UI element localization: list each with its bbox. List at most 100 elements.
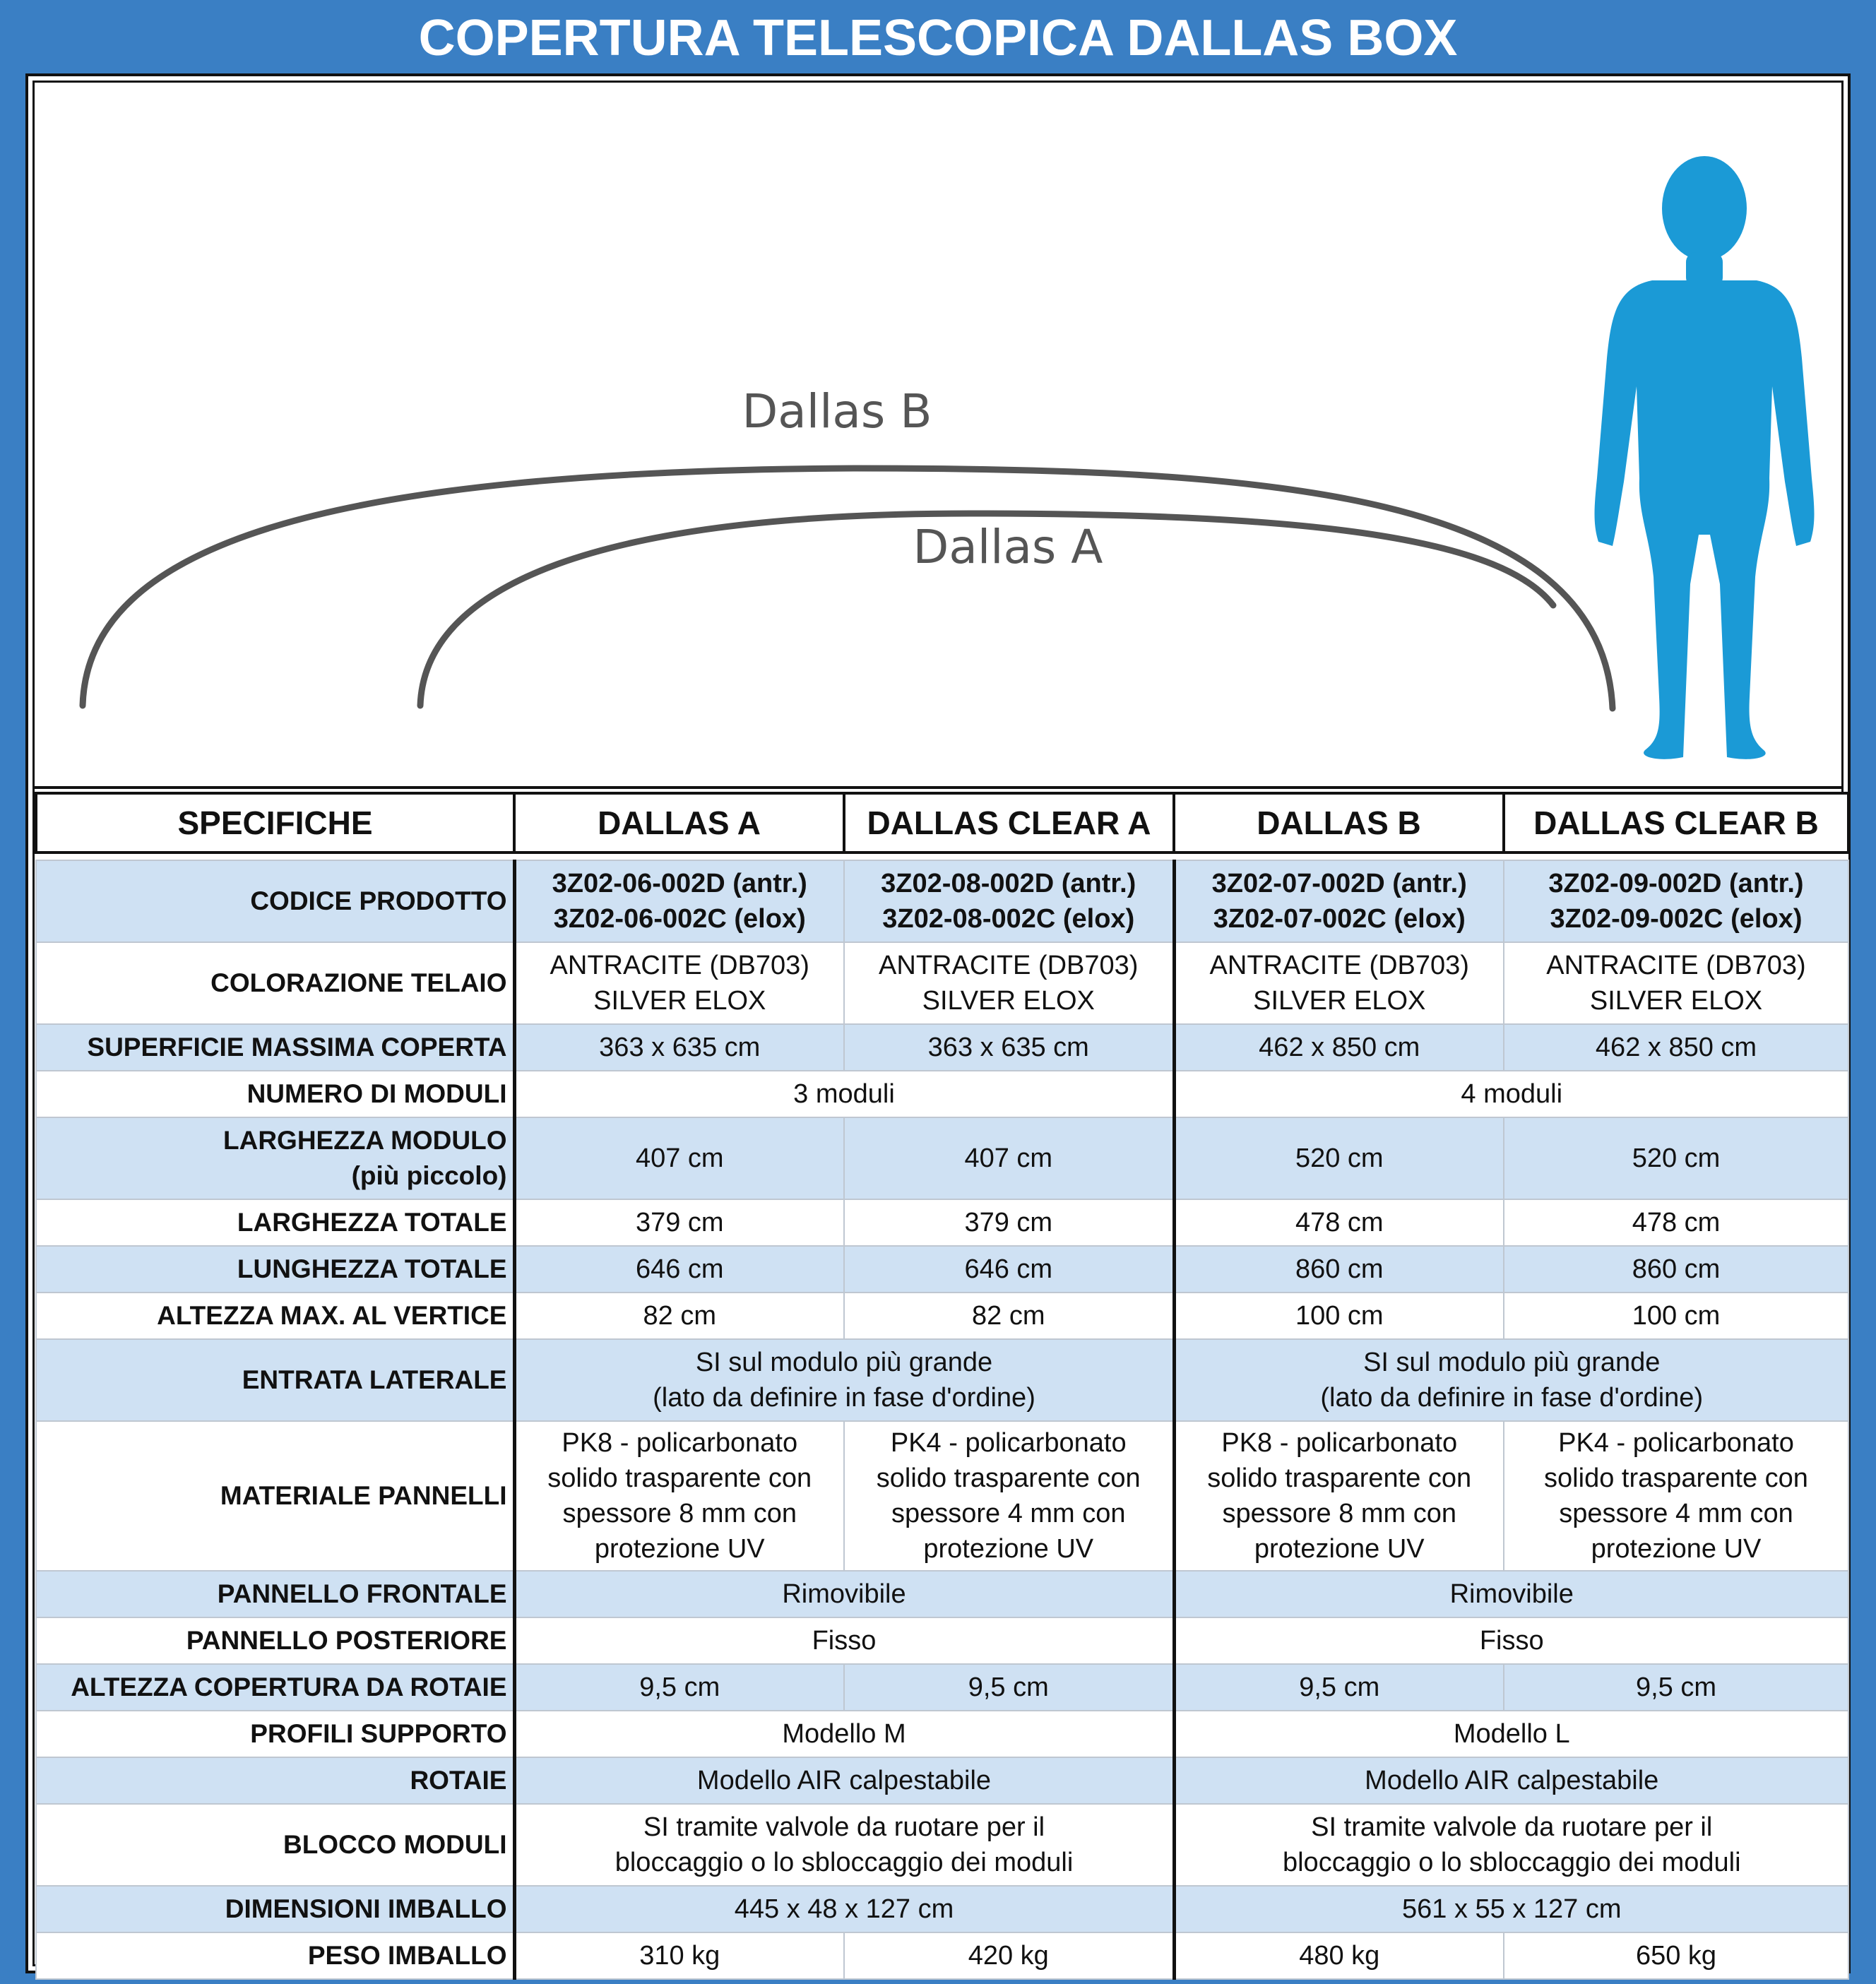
table-row-altezza-vertice: ALTEZZA MAX. AL VERTICE 82 cm 82 cm 100 … — [35, 1292, 1849, 1340]
cell-altezza-rotaie-clear-b: 9,5 cm — [1503, 1663, 1849, 1711]
row-label: ENTRATA LATERALE — [35, 1338, 516, 1422]
table-row-posteriore: PANNELLO POSTERIORE Fisso Fisso — [35, 1617, 1849, 1665]
table-row-frontale: PANNELLO FRONTALE Rimovibile Rimovibile — [35, 1570, 1849, 1618]
table-row-moduli: NUMERO DI MODULI 3 moduli 4 moduli — [35, 1070, 1849, 1118]
header-dallas-clear-b: DALLAS CLEAR B — [1502, 792, 1850, 854]
table-header-row: SPECIFICHE DALLAS A DALLAS CLEAR A DALLA… — [35, 792, 1850, 854]
row-label: BLOCCO MODULI — [35, 1803, 516, 1887]
table-row-peso: PESO IMBALLO 310 kg 420 kg 480 kg 650 kg — [35, 1932, 1849, 1980]
cell-peso-clear-a: 420 kg — [843, 1932, 1175, 1980]
cell-lunghezza-totale-a: 646 cm — [513, 1245, 845, 1293]
row-label: LUNGHEZZA TOTALE — [35, 1245, 516, 1293]
cell-lunghezza-totale-clear-a: 646 cm — [843, 1245, 1175, 1293]
cell-superficie-clear-b: 462 x 850 cm — [1503, 1023, 1849, 1071]
content-panel: Dallas B Dallas A SPECIFICHE DALLAS A DA… — [25, 73, 1851, 1980]
cell-codice-clear-b: 3Z02-09-002D (antr.)3Z02-09-002C (elox) — [1503, 860, 1849, 943]
cell-peso-a: 310 kg — [513, 1932, 845, 1980]
cell-colorazione-b: ANTRACITE (DB703)SILVER ELOX — [1172, 941, 1504, 1025]
cell-codice-b: 3Z02-07-002D (antr.)3Z02-07-002C (elox) — [1172, 860, 1504, 943]
diagram-svg: Dallas B Dallas A — [79, 156, 1815, 759]
table-row-altezza-rotaie: ALTEZZA COPERTURA DA ROTAIE 9,5 cm 9,5 c… — [35, 1663, 1849, 1711]
cell-entrata-a: SI sul modulo più grande(lato da definir… — [513, 1338, 1175, 1422]
cell-superficie-b: 462 x 850 cm — [1172, 1023, 1504, 1071]
cell-colorazione-clear-b: ANTRACITE (DB703)SILVER ELOX — [1503, 941, 1849, 1025]
size-comparison-diagram: Dallas B Dallas A — [35, 83, 1841, 789]
row-label: PESO IMBALLO — [35, 1932, 516, 1980]
row-label: ALTEZZA COPERTURA DA ROTAIE — [35, 1663, 516, 1711]
cell-frontale-b: Rimovibile — [1172, 1570, 1849, 1618]
cell-altezza-vertice-a: 82 cm — [513, 1292, 845, 1340]
row-label: LARGHEZZA MODULO(più piccolo) — [35, 1117, 516, 1200]
cell-posteriore-b: Fisso — [1172, 1617, 1849, 1665]
cell-profili-b: Modello L — [1172, 1710, 1849, 1758]
table-row-imballo-dim: DIMENSIONI IMBALLO 445 x 48 x 127 cm 561… — [35, 1885, 1849, 1933]
table-row-larghezza-totale: LARGHEZZA TOTALE 379 cm 379 cm 478 cm 47… — [35, 1199, 1849, 1247]
cell-colorazione-clear-a: ANTRACITE (DB703)SILVER ELOX — [843, 941, 1175, 1025]
cell-altezza-rotaie-b: 9,5 cm — [1172, 1663, 1504, 1711]
row-label: PANNELLO FRONTALE — [35, 1570, 516, 1618]
cell-lunghezza-totale-b: 860 cm — [1172, 1245, 1504, 1293]
row-label: LARGHEZZA TOTALE — [35, 1199, 516, 1247]
table-row-codice: CODICE PRODOTTO 3Z02-06-002D (antr.)3Z02… — [35, 860, 1849, 943]
row-label: DIMENSIONI IMBALLO — [35, 1885, 516, 1933]
cell-larghezza-modulo-clear-b: 520 cm — [1503, 1117, 1849, 1200]
cell-posteriore-a: Fisso — [513, 1617, 1175, 1665]
cell-frontale-a: Rimovibile — [513, 1570, 1175, 1618]
cell-imballo-dim-b: 561 x 55 x 127 cm — [1172, 1885, 1849, 1933]
table-row-lunghezza-totale: LUNGHEZZA TOTALE 646 cm 646 cm 860 cm 86… — [35, 1245, 1849, 1293]
content-panel-inner: Dallas B Dallas A SPECIFICHE DALLAS A DA… — [32, 81, 1850, 1980]
table-row-colorazione: COLORAZIONE TELAIO ANTRACITE (DB703)SILV… — [35, 941, 1849, 1025]
cell-peso-b: 480 kg — [1172, 1932, 1504, 1980]
specifications-table: SPECIFICHE DALLAS A DALLAS CLEAR A DALLA… — [35, 792, 1850, 1980]
cell-imballo-dim-a: 445 x 48 x 127 cm — [513, 1885, 1175, 1933]
table-row-blocco: BLOCCO MODULI SI tramite valvole da ruot… — [35, 1803, 1849, 1887]
cell-altezza-rotaie-clear-a: 9,5 cm — [843, 1663, 1175, 1711]
cell-larghezza-modulo-clear-a: 407 cm — [843, 1117, 1175, 1200]
cell-superficie-a: 363 x 635 cm — [513, 1023, 845, 1071]
cell-moduli-b: 4 moduli — [1172, 1070, 1849, 1118]
cell-altezza-rotaie-a: 9,5 cm — [513, 1663, 845, 1711]
header-dallas-b: DALLAS B — [1172, 792, 1505, 854]
cell-superficie-clear-a: 363 x 635 cm — [843, 1023, 1175, 1071]
row-label: ROTAIE — [35, 1757, 516, 1805]
row-label: COLORAZIONE TELAIO — [35, 941, 516, 1025]
dallas-b-label: Dallas B — [742, 384, 932, 439]
header-dallas-clear-a: DALLAS CLEAR A — [843, 792, 1175, 854]
cell-altezza-vertice-clear-a: 82 cm — [843, 1292, 1175, 1340]
cell-larghezza-totale-clear-b: 478 cm — [1503, 1199, 1849, 1247]
cell-larghezza-totale-a: 379 cm — [513, 1199, 845, 1247]
row-label: ALTEZZA MAX. AL VERTICE — [35, 1292, 516, 1340]
cell-peso-clear-b: 650 kg — [1503, 1932, 1849, 1980]
cell-codice-clear-a: 3Z02-08-002D (antr.)3Z02-08-002C (elox) — [843, 860, 1175, 943]
dallas-b-arc — [79, 465, 1616, 712]
row-label: MATERIALE PANNELLI — [35, 1420, 516, 1572]
cell-altezza-vertice-b: 100 cm — [1172, 1292, 1504, 1340]
cell-lunghezza-totale-clear-b: 860 cm — [1503, 1245, 1849, 1293]
table-row-rotaie: ROTAIE Modello AIR calpestabile Modello … — [35, 1757, 1849, 1805]
row-label: NUMERO DI MODULI — [35, 1070, 516, 1118]
table-row-profili: PROFILI SUPPORTO Modello M Modello L — [35, 1710, 1849, 1758]
cell-rotaie-a: Modello AIR calpestabile — [513, 1757, 1175, 1805]
row-label: SUPERFICIE MASSIMA COPERTA — [35, 1023, 516, 1071]
table-row-larghezza-modulo: LARGHEZZA MODULO(più piccolo) 407 cm 407… — [35, 1117, 1849, 1200]
dallas-a-label: Dallas A — [913, 520, 1103, 574]
cell-larghezza-totale-clear-a: 379 cm — [843, 1199, 1175, 1247]
cell-rotaie-b: Modello AIR calpestabile — [1172, 1757, 1849, 1805]
table-gap — [36, 852, 1848, 861]
human-silhouette-icon — [1594, 156, 1815, 759]
table-row-entrata: ENTRATA LATERALE SI sul modulo più grand… — [35, 1338, 1849, 1422]
row-label: PROFILI SUPPORTO — [35, 1710, 516, 1758]
header-dallas-a: DALLAS A — [513, 792, 845, 854]
row-label: CODICE PRODOTTO — [35, 860, 516, 943]
cell-codice-a: 3Z02-06-002D (antr.)3Z02-06-002C (elox) — [513, 860, 845, 943]
page-title: COPERTURA TELESCOPICA DALLAS BOX — [418, 10, 1458, 66]
cell-larghezza-modulo-b: 520 cm — [1172, 1117, 1504, 1200]
cell-entrata-b: SI sul modulo più grande(lato da definir… — [1172, 1338, 1849, 1422]
